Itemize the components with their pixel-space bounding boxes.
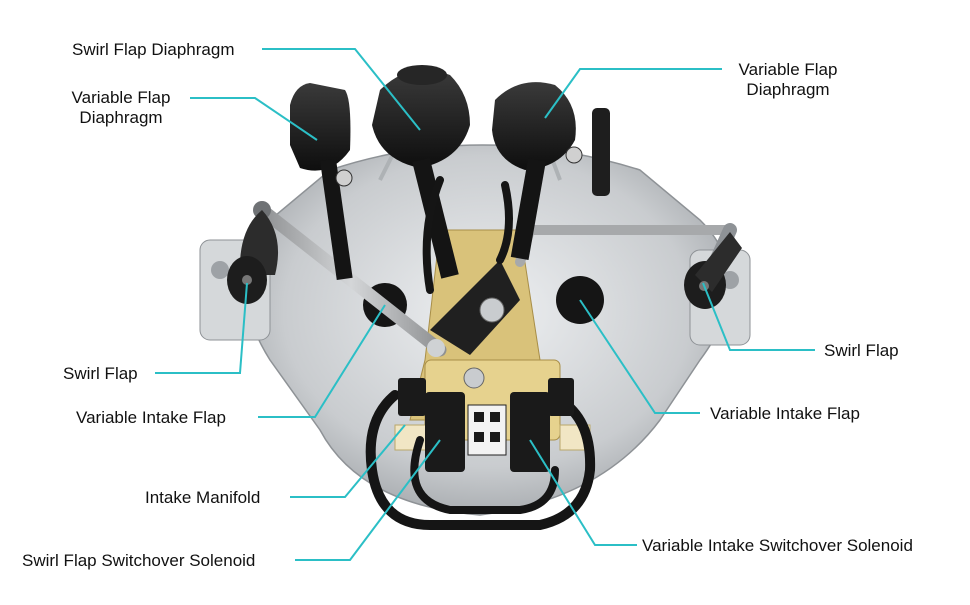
leader-lines: [155, 48, 815, 561]
label-intake-manifold: Intake Manifold: [145, 488, 261, 507]
label-swirl-flap-left: Swirl Flap: [63, 364, 138, 383]
leader-intake-manifold: [290, 424, 406, 498]
swirl-flap-switchover-solenoid: [398, 378, 465, 472]
label-variable-intake-flap-right: Variable Intake Flap: [710, 404, 860, 423]
connector-block: [467, 404, 507, 456]
label-variable-flap-diaphragm-left: Variable Flap Diaphragm: [60, 88, 182, 128]
center-bracket: [430, 260, 520, 355]
leader-variable-intake-flap-right: [579, 299, 700, 414]
label-line: Variable Flap: [71, 88, 171, 107]
leader-variable-intake-switchover-solenoid: [529, 439, 637, 546]
leader-swirl-flap-right: [702, 282, 815, 351]
leader-swirl-flap-diaphragm: [262, 48, 421, 131]
variable-flap-diaphragm-left: [290, 83, 353, 280]
label-line: Variable Flap: [738, 60, 838, 79]
label-swirl-flap-diaphragm: Swirl Flap Diaphragm: [72, 40, 235, 59]
leader-swirl-flap-left: [155, 282, 248, 374]
variable-intake-switchover-solenoid: [510, 378, 574, 472]
label-swirl-flap-switchover-solenoid: Swirl Flap Switchover Solenoid: [22, 551, 256, 570]
swirl-flap-diaphragm: [372, 65, 470, 279]
leader-variable-intake-flap-left: [258, 304, 386, 418]
label-variable-intake-flap-left: Variable Intake Flap: [76, 408, 226, 427]
label-line: Diaphragm: [79, 108, 163, 127]
label-swirl-flap-right: Swirl Flap: [824, 341, 899, 360]
vacuum-hoses: [365, 176, 596, 530]
leader-variable-flap-diaphragm-right: [544, 68, 722, 119]
label-line: Diaphragm: [746, 80, 830, 99]
label-variable-flap-diaphragm-right: Variable Flap Diaphragm: [726, 60, 850, 100]
leader-variable-flap-diaphragm-left: [190, 97, 318, 141]
swirl-flap-left-lever: [227, 210, 279, 304]
leader-swirl-flap-switchover-solenoid: [295, 439, 441, 561]
label-variable-intake-switchover-solenoid: Variable Intake Switchover Solenoid: [642, 536, 913, 555]
